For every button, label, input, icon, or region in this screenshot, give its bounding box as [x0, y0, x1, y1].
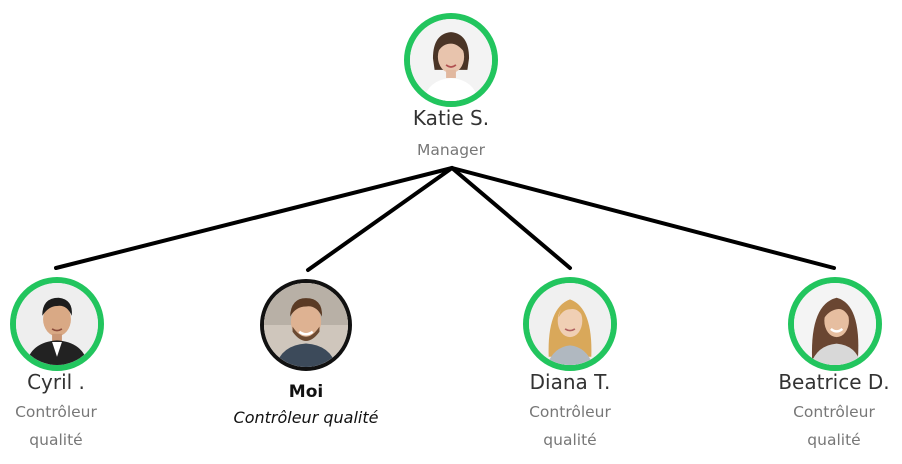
self-avatar[interactable] — [260, 279, 352, 371]
connector-manager-moi — [306, 166, 454, 272]
manager-name: Katie S. — [412, 106, 490, 130]
report-avatar-cyril[interactable] — [10, 277, 104, 371]
self-name: Moi — [288, 382, 324, 402]
manager-role: Manager — [417, 141, 485, 159]
connector-manager-cyril — [54, 166, 454, 270]
woman-portrait-icon — [794, 283, 876, 365]
man-portrait-icon — [264, 283, 348, 367]
report-avatar-diana[interactable] — [523, 277, 617, 371]
report-avatar-beatrice[interactable] — [788, 277, 882, 371]
report-role-beatrice: Contrôleur qualité — [793, 403, 875, 449]
woman-portrait-icon — [410, 19, 492, 101]
self-role: Contrôleur qualité — [233, 408, 379, 427]
report-role-diana: Contrôleur qualité — [529, 403, 611, 449]
connector-manager-beatrice — [450, 166, 836, 270]
connector-manager-diana — [450, 166, 572, 270]
woman-portrait-icon — [529, 283, 611, 365]
report-role-cyril: Contrôleur qualité — [15, 403, 97, 449]
man-portrait-icon — [16, 283, 98, 365]
report-name-beatrice: Beatrice D. — [778, 370, 890, 394]
manager-avatar[interactable] — [404, 13, 498, 107]
report-name-cyril: Cyril . — [27, 370, 85, 394]
report-name-diana: Diana T. — [529, 370, 611, 394]
